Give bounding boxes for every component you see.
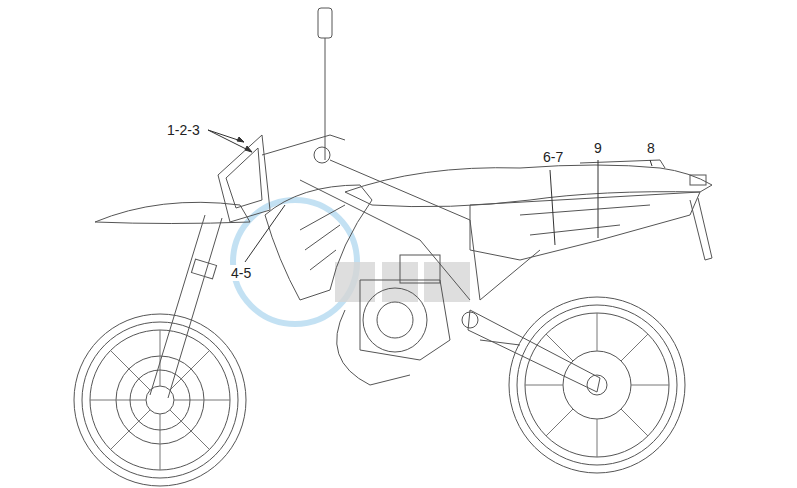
callout-number: 9 bbox=[592, 140, 604, 156]
callout-number: 6-7 bbox=[541, 149, 565, 165]
callout-number: 4-5 bbox=[229, 265, 253, 281]
callout-number: 8 bbox=[645, 140, 657, 156]
callout-number: 1-2-3 bbox=[165, 122, 202, 138]
